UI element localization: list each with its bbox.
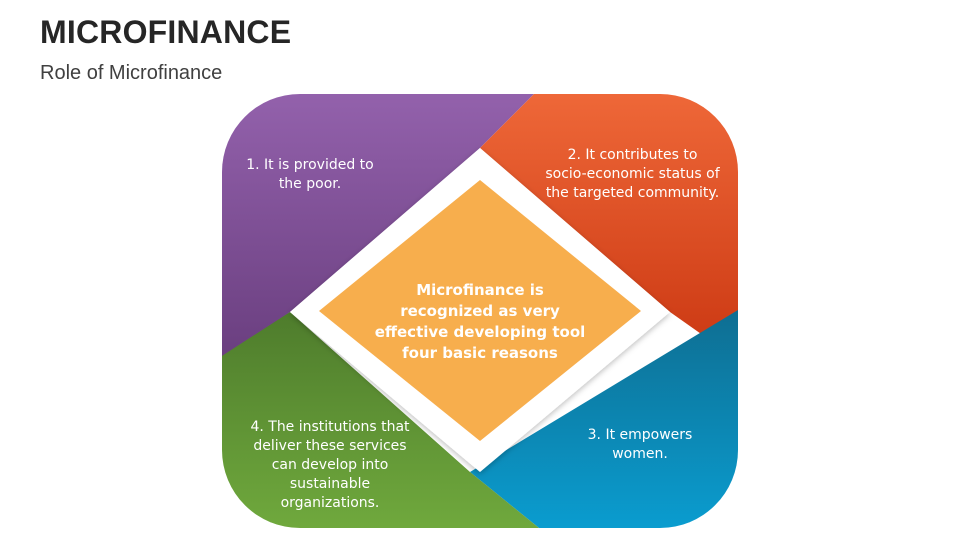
quadrant-1-text: 1. It is provided to the poor. (246, 157, 374, 192)
center-diamond (319, 180, 641, 441)
quadrant-2-shape (480, 94, 738, 372)
center-text: Microfinance is recognized as very effec… (374, 281, 586, 362)
quadrant-2-text: 2. It contributes to socio-economic stat… (545, 147, 720, 201)
quadrant-3-shape (470, 310, 738, 528)
quadrant-4-shape (222, 312, 560, 528)
slide-title: MICROFINANCE (40, 14, 292, 50)
quadrant-4-text: 4. The institutions that deliver these s… (250, 419, 410, 511)
quadrant-3-text: 3. It empowers women. (587, 427, 693, 462)
quadrant-1-shape (222, 94, 548, 378)
slide-subtitle: Role of Microfinance (40, 62, 223, 84)
